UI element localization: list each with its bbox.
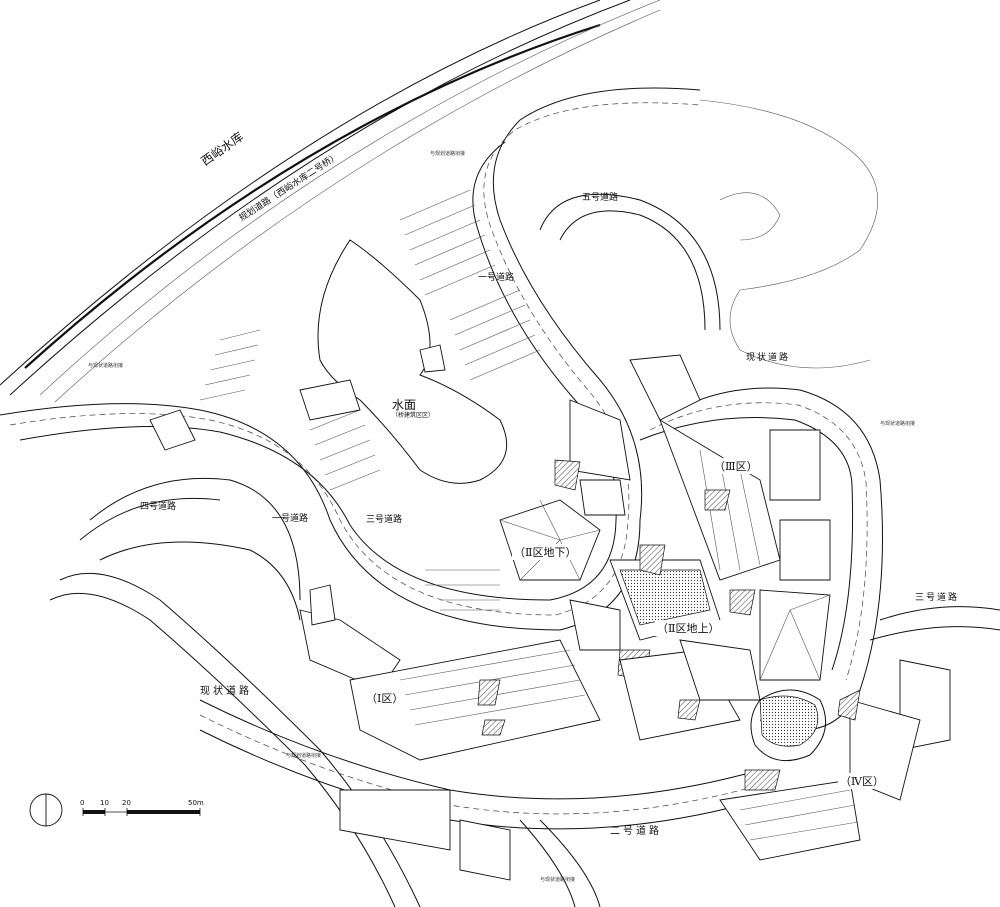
scale-bar	[82, 808, 201, 816]
road-3-east-label: 三号道路	[915, 593, 960, 603]
zone-1-label: （Ⅰ区）	[364, 690, 406, 706]
scale-tick-50m: 50m	[188, 799, 204, 807]
road-1-label: 一号道路	[272, 514, 309, 524]
road-3-label: 三号道路	[366, 515, 403, 525]
parking-areas	[199, 189, 541, 611]
zone-4-label: （Ⅳ区）	[838, 773, 886, 789]
existing-road-b-label: 现状道路	[200, 686, 252, 697]
zone-2-buildings	[499, 399, 761, 741]
road-1-north-label: 一号道路	[478, 273, 515, 283]
planned-highway	[0, 0, 661, 403]
existing-structures	[149, 344, 446, 626]
scale-tick-20: 20	[122, 799, 131, 807]
callout-4: 与规划道路衔接	[286, 753, 322, 759]
water-note-label: （桥建筑区区）	[392, 412, 435, 419]
zone-2-above-label: （Ⅱ区地上）	[655, 620, 722, 636]
zone-3-label: （Ⅲ区）	[712, 458, 760, 474]
scale-tick-0: 0	[80, 799, 85, 807]
zone-1-buildings	[299, 609, 601, 881]
north-arrow	[29, 793, 63, 827]
callout-3: 与现状道路衔接	[880, 421, 916, 427]
callout-2: 与现状道路衔接	[88, 363, 124, 369]
scale-tick-10: 10	[100, 799, 109, 807]
callout-5: 与现状道路衔接	[540, 877, 576, 883]
road-5-label: 五号道路	[582, 193, 619, 203]
water-outline	[317, 239, 508, 484]
water-surface-label: 水面	[392, 398, 417, 412]
callout-1: 与规划道路衔接	[430, 151, 466, 157]
existing-road-a-label: 现状道路	[746, 353, 791, 363]
road-4-label: 四号道路	[140, 502, 177, 512]
road-2-label: 二号道路	[610, 826, 662, 837]
zone-2-under-label: （Ⅱ区地下）	[512, 544, 579, 560]
